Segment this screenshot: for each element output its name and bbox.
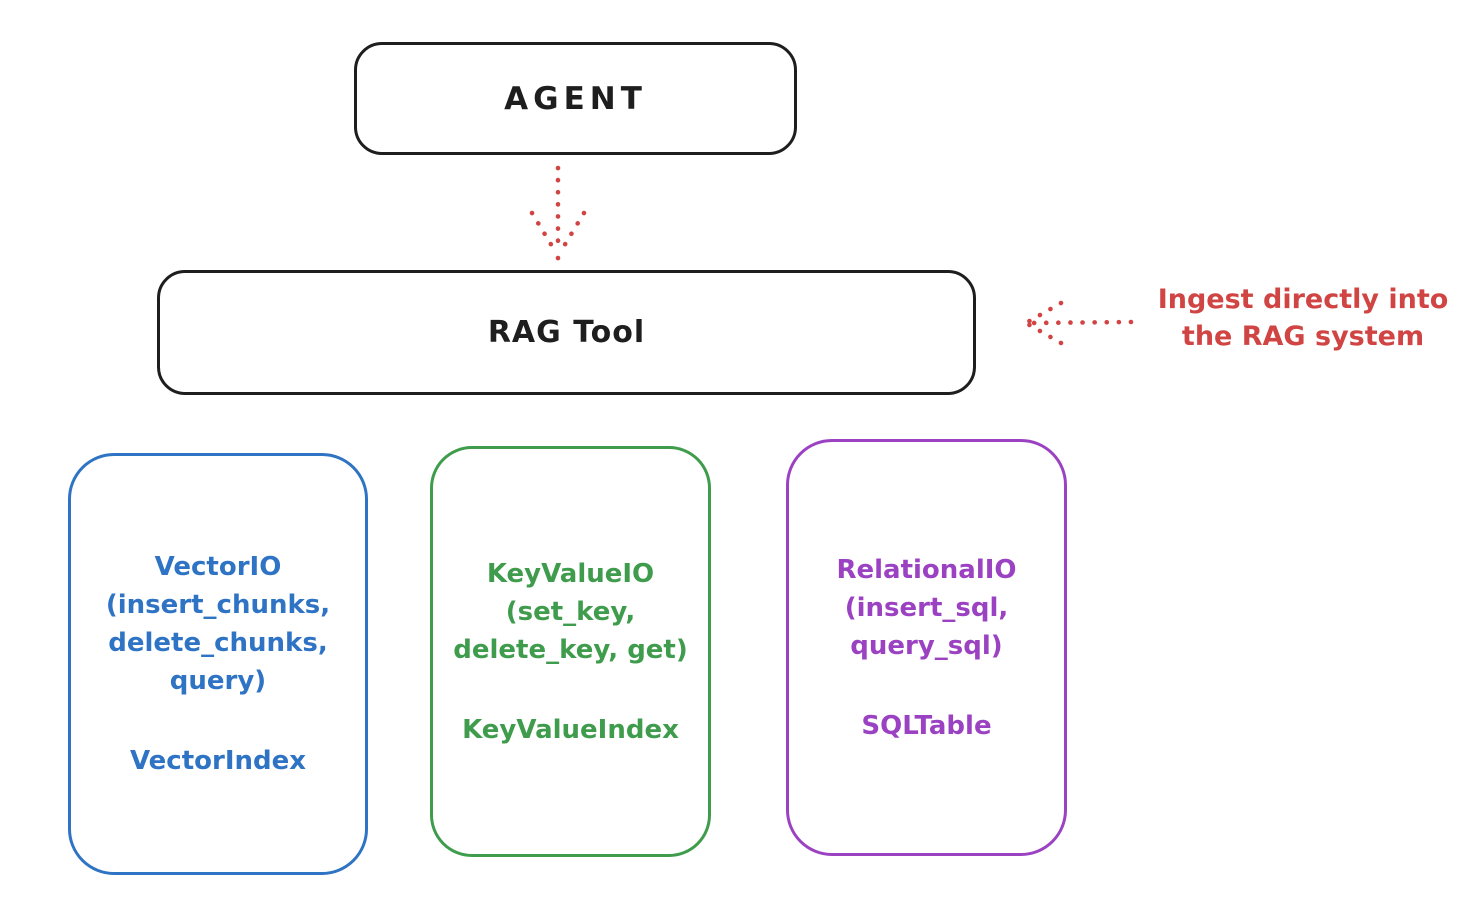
keyvalue-index-label: KeyValueIndex	[462, 714, 679, 745]
ingest-annotation: Ingest directly into the RAG system	[1157, 284, 1449, 352]
rag-tool-node: RAG Tool	[157, 270, 976, 395]
agent-to-rag-arrow-icon	[529, 165, 587, 261]
relational-io-node: RelationalIO (insert_sql, query_sql) SQL…	[786, 439, 1067, 856]
annotation-to-rag-arrow-icon	[1023, 300, 1134, 346]
agent-node: AGENT	[354, 42, 797, 155]
agent-label: AGENT	[504, 80, 647, 117]
vector-io-label: VectorIO (insert_chunks, delete_chunks, …	[105, 552, 331, 696]
sql-table-label: SQLTable	[861, 710, 992, 741]
relational-io-label: RelationalIO (insert_sql, query_sql)	[836, 554, 1017, 661]
keyvalue-io-node: KeyValueIO (set_key, delete_key, get) Ke…	[430, 446, 711, 857]
keyvalue-io-label: KeyValueIO (set_key, delete_key, get)	[453, 558, 688, 665]
rag-tool-label: RAG Tool	[487, 315, 646, 350]
vector-io-node: VectorIO (insert_chunks, delete_chunks, …	[68, 453, 368, 875]
vector-index-label: VectorIndex	[129, 746, 307, 776]
